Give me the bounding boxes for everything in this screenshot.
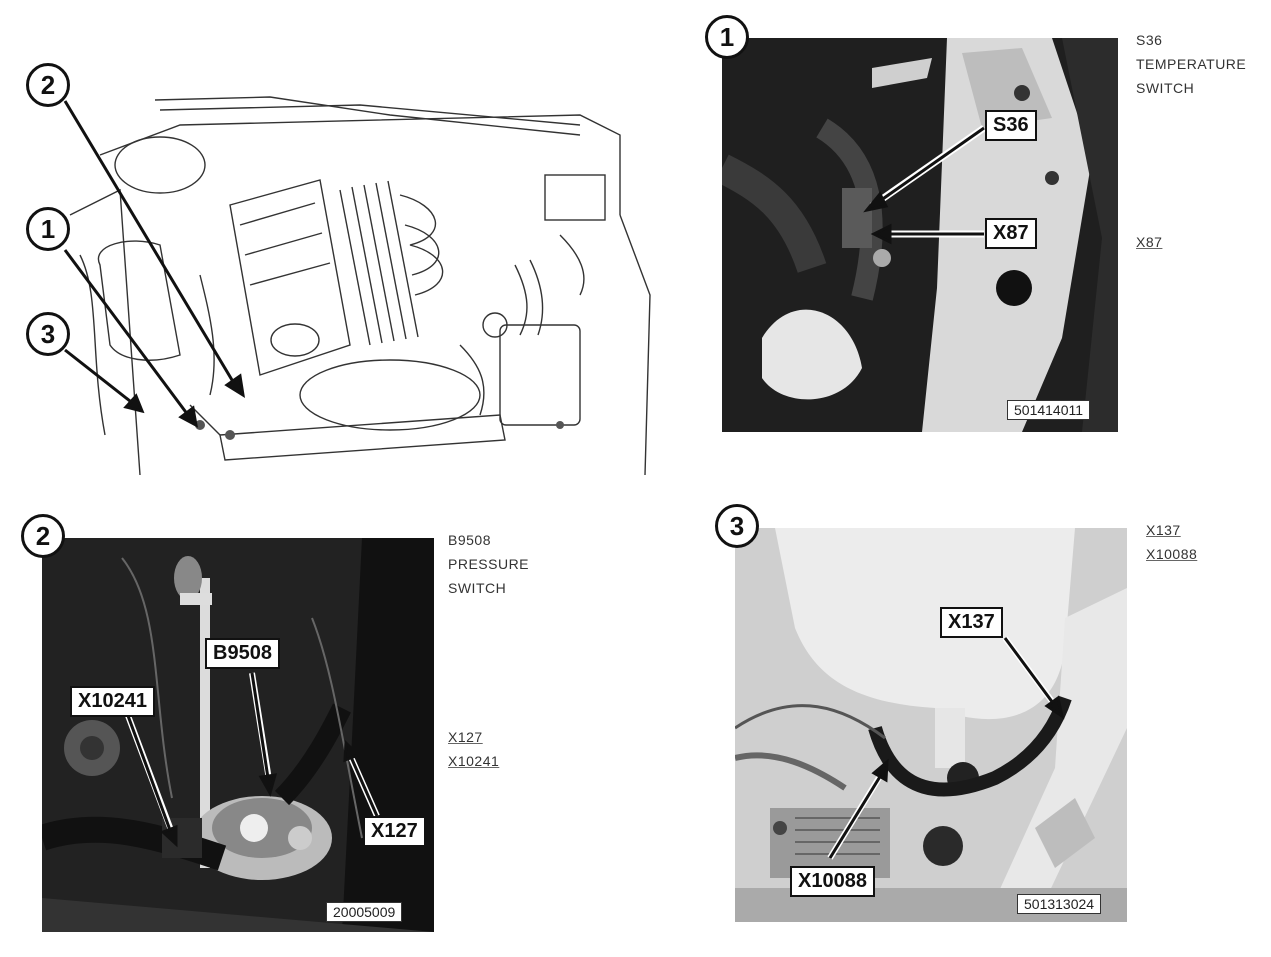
side-ref-x10088: X10088	[1146, 546, 1198, 562]
side-ref-x137: X137	[1146, 522, 1181, 538]
panel-3-callout: 3	[715, 504, 759, 548]
panel-1-label-s36: S36	[985, 110, 1037, 141]
side-title-line: SWITCH	[448, 580, 507, 596]
side-ref-x127: X127	[448, 729, 483, 745]
panel-1-label-x87: X87	[985, 218, 1037, 249]
panel-3-side-refs: X137 X10088	[1146, 518, 1197, 566]
panel-3-photo	[735, 528, 1127, 922]
overview-callout-2: 2	[26, 63, 70, 107]
panel-1-figure-id: 501414011	[1007, 400, 1091, 420]
panel-2-side-title: B9508 PRESSURE SWITCH	[448, 528, 529, 600]
engine-bay-illustration	[60, 95, 655, 480]
side-title-line: S36	[1136, 32, 1163, 48]
panel-2-label-x10241: X10241	[70, 686, 155, 717]
overview-callout-3: 3	[26, 312, 70, 356]
panel-3-figure-id: 501313024	[1017, 894, 1102, 914]
engine-bay-drawing	[63, 96, 651, 476]
side-title-line: TEMPERATURE	[1136, 56, 1247, 72]
panel-1-side-title: S36 TEMPERATURE SWITCH	[1136, 28, 1246, 100]
panel-2-side-refs: X127 X10241	[448, 725, 499, 773]
side-title-line: SWITCH	[1136, 80, 1195, 96]
overview-callout-1: 1	[26, 207, 70, 251]
panel-2-photo-scene	[42, 538, 434, 932]
panel-1-photo-scene	[722, 38, 1118, 432]
panel-1-photo	[722, 38, 1118, 432]
panel-3-label-x10088: X10088	[790, 866, 875, 897]
panel-3-label-x137: X137	[940, 607, 1003, 638]
panel-1-callout: 1	[705, 15, 749, 59]
panel-2-label-x127: X127	[363, 816, 426, 847]
side-ref-x10241: X10241	[448, 753, 500, 769]
side-title-line: PRESSURE	[448, 556, 530, 572]
panel-3-photo-scene	[735, 528, 1127, 922]
panel-2-photo	[42, 538, 434, 932]
panel-2-figure-id: 20005009	[326, 902, 403, 922]
panel-1-side-ref-x87: X87	[1136, 234, 1163, 250]
side-title-line: B9508	[448, 532, 491, 548]
panel-2-label-b9508: B9508	[205, 638, 280, 669]
panel-2-callout: 2	[21, 514, 65, 558]
